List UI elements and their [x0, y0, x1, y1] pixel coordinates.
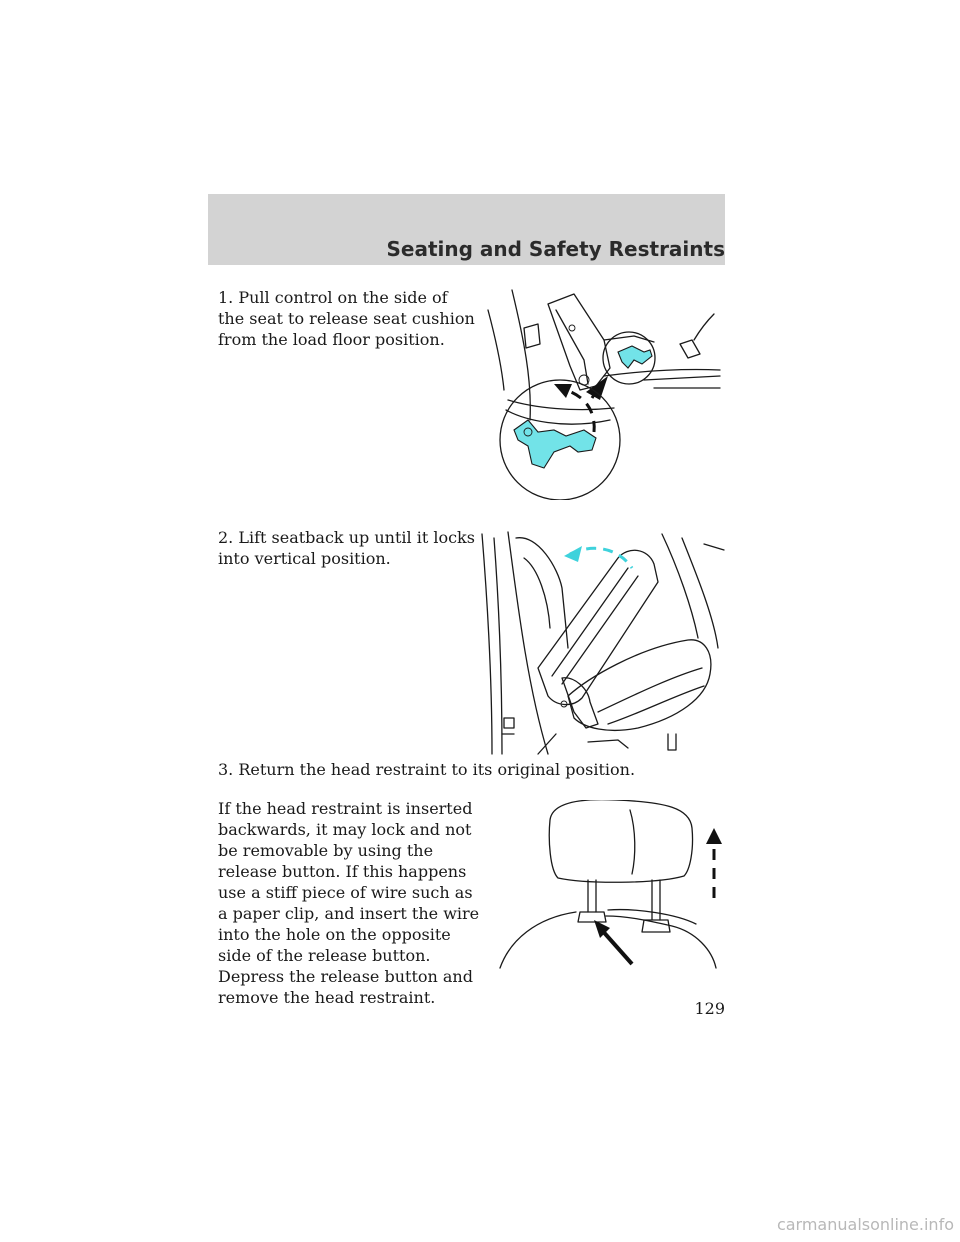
seatback-lift-illustration — [481, 531, 725, 755]
note-text: If the head restraint is inserted backwa… — [218, 799, 480, 1007]
head-restraint-illustration — [499, 800, 722, 969]
step-3-text: 3. Return the head restraint to its orig… — [218, 760, 636, 779]
seat-release-lever-illustration — [487, 289, 721, 500]
section-title: Seating and Safety Restraints — [386, 237, 726, 261]
step-2-text: 2. Lift seatback up until it locks into … — [218, 528, 475, 568]
step-1-text: 1. Pull control on the side of the seat … — [218, 288, 475, 349]
watermark-text: carmanualsonline.info — [776, 1215, 954, 1234]
section-header-band: Seating and Safety Restraints — [208, 194, 725, 265]
page-number: 129 — [694, 999, 725, 1018]
